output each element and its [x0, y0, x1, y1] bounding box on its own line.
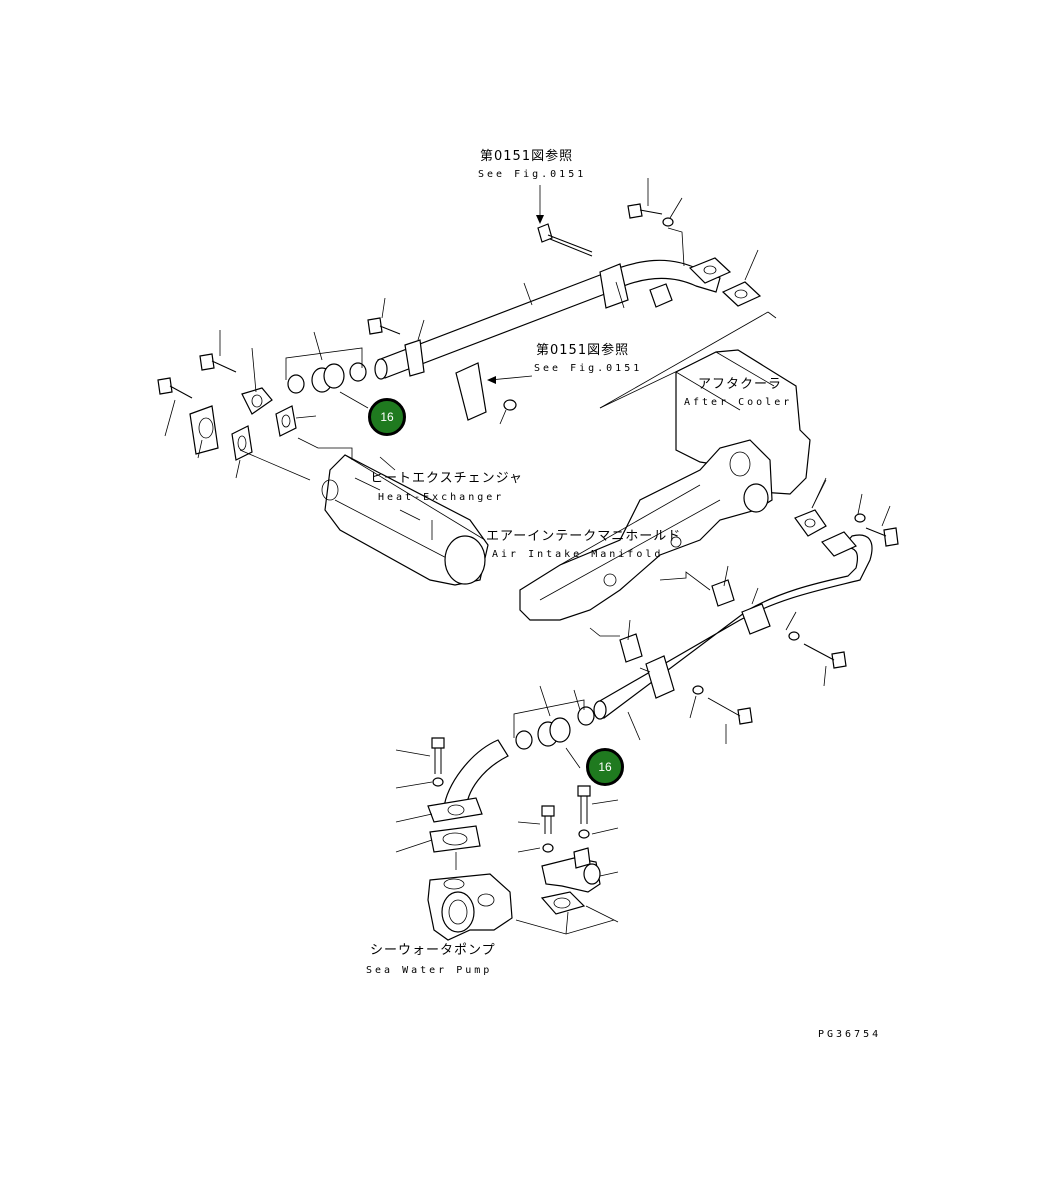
- after-cooler-body: [599, 311, 811, 495]
- heat-exchanger-flanges: [157, 330, 317, 479]
- lower-hose-clamps: [513, 685, 595, 769]
- sea-water-pump-label-en: Sea Water Pump: [366, 965, 493, 976]
- ref-label-top-jp: 第0151図参照: [480, 149, 574, 164]
- heat-exchanger-label-jp: ヒートエクスチェンジャ: [370, 471, 523, 486]
- pump-elbow-pipe: [395, 737, 509, 870]
- heat-exchanger-body: [239, 437, 489, 586]
- intake-manifold-label-jp: エアーインテークマニホールド: [486, 529, 682, 544]
- sea-water-pump-label-jp: シーウォータポンプ: [370, 943, 496, 958]
- heat-exchanger-label-en: Heat-Exchanger: [378, 492, 505, 503]
- pump-outlet-fitting: [517, 785, 619, 923]
- ref-label-mid-en: See Fig.0151: [534, 363, 643, 374]
- callout-badge-lower[interactable]: 16: [586, 748, 624, 786]
- air-intake-manifold-body: [519, 439, 827, 621]
- upper-water-pipe: [367, 178, 762, 425]
- drawing-code: PG36754: [818, 1029, 882, 1040]
- callout-badge-upper[interactable]: 16: [368, 398, 406, 436]
- lower-water-pipe: [589, 477, 899, 744]
- after-cooler-label-jp: アフタクーラ: [698, 377, 783, 392]
- intake-manifold-label-en: Air Intake Manifold: [492, 549, 664, 560]
- after-cooler-label-en: After Cooler: [684, 397, 793, 408]
- ref-label-mid-jp: 第0151図参照: [536, 343, 630, 358]
- upper-hose-clamps: [285, 331, 369, 409]
- sea-water-pump-body: [427, 873, 615, 941]
- ref-label-top-en: See Fig.0151: [478, 169, 587, 180]
